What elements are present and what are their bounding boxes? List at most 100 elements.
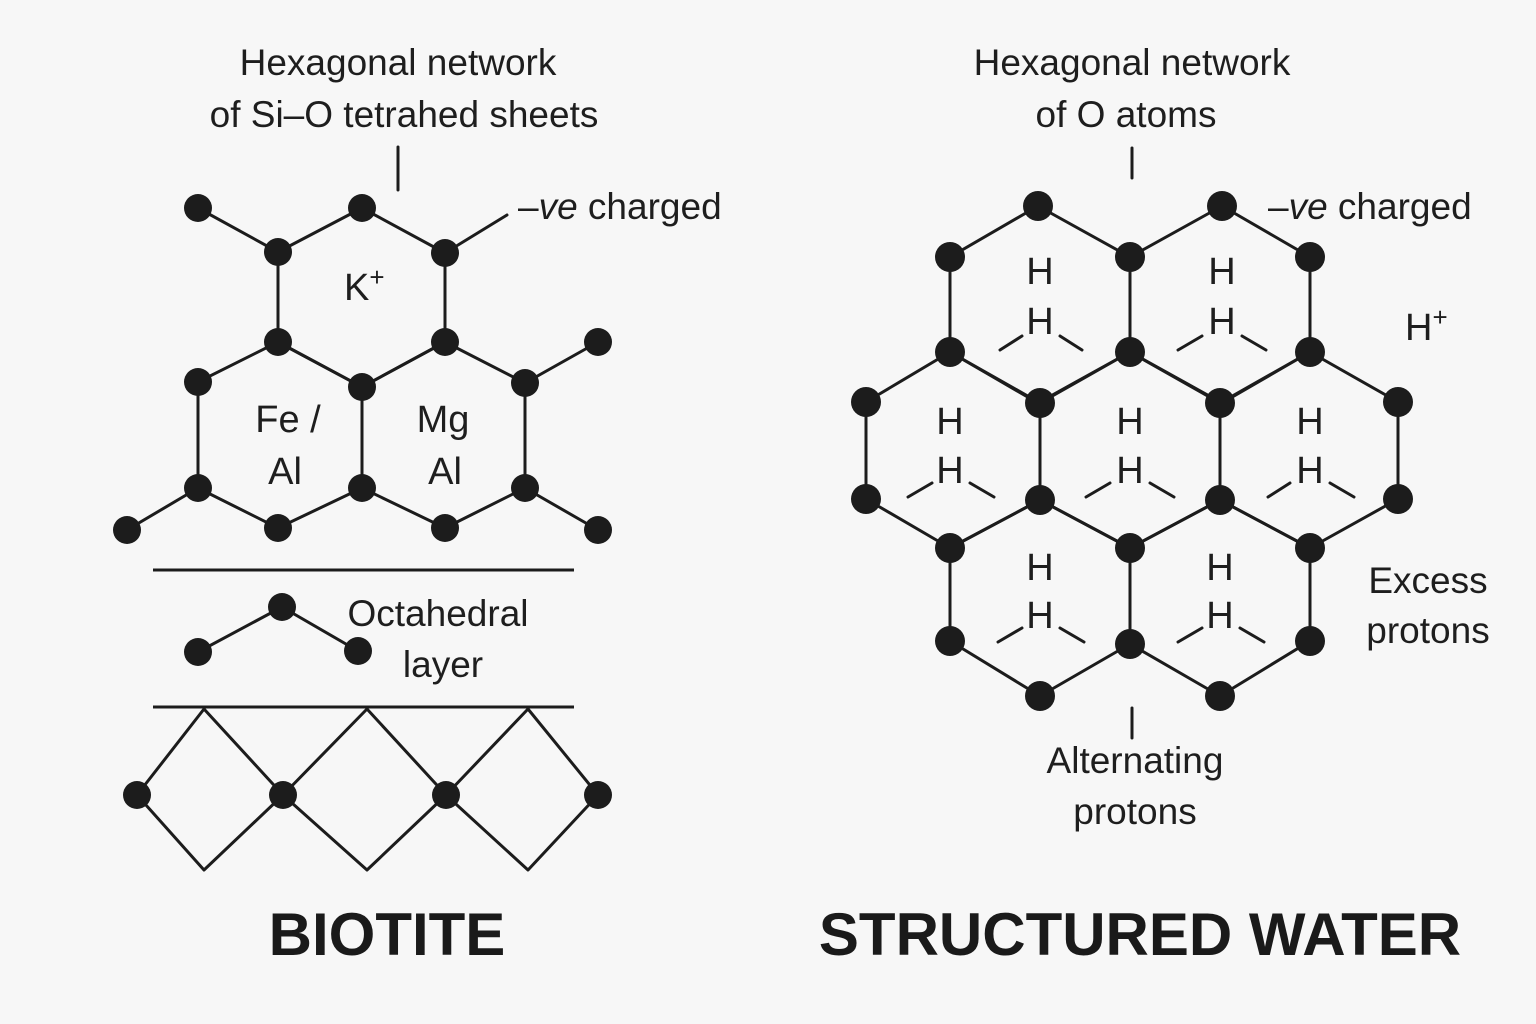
biotite-charge-label: –ve charged: [518, 186, 722, 227]
biotite-top-label: Hexagonal network of Si–O tetrahed sheet…: [210, 42, 599, 192]
hydrogen-cell: H H: [1176, 547, 1266, 644]
mg-al-label-line-2: Al: [428, 451, 462, 493]
excess-protons-label-line-1: Excess: [1368, 560, 1487, 601]
octahedral-layer: Octahedral layer: [184, 593, 529, 685]
oxygen-atom: [1295, 533, 1325, 563]
zigzag-upper: [135, 707, 600, 797]
potassium-ion-label: K+: [344, 262, 385, 309]
oxygen-atom: [935, 626, 965, 656]
lower-tetrahedral-layer: [123, 707, 612, 872]
oxygen-atom: [584, 781, 612, 809]
oxygen-atom: [935, 533, 965, 563]
water-charge-label: –ve charged: [1268, 186, 1472, 227]
hydrogen-cell: H H: [1266, 401, 1356, 499]
oxygen-atom: [184, 474, 212, 502]
oxygen-atom: [1115, 533, 1145, 563]
hydrogen-atom-label: H: [1206, 547, 1233, 589]
hydrogen-bond: [998, 334, 1024, 352]
oxygen-atom: [431, 239, 459, 267]
hydrogen-bond: [1266, 481, 1292, 499]
alternating-protons-label-line-1: Alternating: [1047, 740, 1224, 781]
hydrogen-bond: [996, 626, 1024, 644]
hydrogen-bond: [1084, 481, 1112, 499]
oxygen-atom: [1115, 337, 1145, 367]
hydrogen-cell: H H: [1084, 401, 1176, 499]
alternating-protons-label-line-2: protons: [1073, 791, 1196, 832]
oxygen-atom: [1205, 388, 1235, 418]
hydrogen-bond: [968, 481, 996, 499]
biotite-top-label-line-2: of Si–O tetrahed sheets: [210, 94, 599, 135]
zigzag-lower: [135, 793, 600, 872]
structured-water-panel: Hexagonal network of O atoms –ve charged: [819, 42, 1490, 968]
oxygen-atom: [1025, 388, 1055, 418]
fe-al-label-line-2: Al: [268, 451, 302, 493]
octahedral-label-line-1: Octahedral: [348, 593, 529, 634]
hydrogen-cell: H H: [996, 547, 1086, 644]
hydrogen-atom-label: H: [1296, 401, 1323, 443]
oxygen-atom: [184, 638, 212, 666]
oxygen-atom: [184, 368, 212, 396]
oxygen-atom: [113, 516, 141, 544]
oxygen-atom: [1205, 485, 1235, 515]
oxygen-atom: [1023, 191, 1053, 221]
oxygen-atom: [584, 516, 612, 544]
tetrahedral-sheet: K+ Fe / Al Mg Al: [113, 194, 612, 544]
water-top-label: Hexagonal network of O atoms: [974, 42, 1291, 180]
oxygen-atom: [264, 328, 292, 356]
oxygen-atom: [1207, 191, 1237, 221]
oxygen-atom: [431, 328, 459, 356]
oxygen-atom: [1025, 681, 1055, 711]
hydrogen-atom-label: H: [1026, 595, 1053, 637]
oxygen-atom: [935, 337, 965, 367]
hydrogen-bond: [906, 481, 934, 499]
oxygen-atom: [344, 637, 372, 665]
hydrogen-atom-label: H: [1208, 301, 1235, 343]
oxygen-atom: [1115, 242, 1145, 272]
biotite-top-label-line-1: Hexagonal network: [240, 42, 557, 83]
hydrogen-cell: H H: [1176, 251, 1268, 352]
bond: [523, 486, 600, 532]
oxygen-atom: [1295, 242, 1325, 272]
hydrogen-cell: H H: [998, 251, 1084, 352]
oxygen-atom: [264, 238, 292, 266]
hydrogen-atom-label: H: [1296, 450, 1323, 492]
oxygen-atom: [268, 593, 296, 621]
oxygen-atom: [1115, 629, 1145, 659]
biotite-panel: Hexagonal network of Si–O tetrahed sheet…: [113, 42, 722, 968]
oxygen-atom: [264, 514, 292, 542]
hydrogen-atom-label: H: [1026, 547, 1053, 589]
oxygen-atom: [348, 194, 376, 222]
hydrogen-bond: [1058, 626, 1086, 644]
oxygen-atom: [348, 373, 376, 401]
hydrogen-bond: [1058, 334, 1084, 352]
hydrogen-bond: [1238, 626, 1266, 644]
hydrogen-atom-label: H: [1026, 251, 1053, 293]
hydrogen-atom-label: H: [936, 450, 963, 492]
oxygen-atom: [348, 474, 376, 502]
hydrogen-atom-label: H: [1208, 251, 1235, 293]
fe-al-label-line-1: Fe /: [255, 399, 321, 441]
oxygen-atom: [584, 328, 612, 356]
oxygen-atom: [432, 781, 460, 809]
oxygen-atom: [1025, 485, 1055, 515]
oxygen-atom: [851, 484, 881, 514]
oxygen-atom: [431, 514, 459, 542]
oxygen-atom: [269, 781, 297, 809]
hydrogen-atom-label: H: [936, 401, 963, 443]
oxygen-atom: [1383, 387, 1413, 417]
hydrogen-atom-label: H: [1116, 450, 1143, 492]
oxygen-atom: [184, 194, 212, 222]
hydrogen-atom-label: H: [1026, 301, 1053, 343]
bond: [196, 206, 280, 254]
hydrogen-cell: H H: [906, 401, 996, 499]
oxygen-atom: [935, 242, 965, 272]
hydrogen-atom-label: H: [1206, 595, 1233, 637]
water-top-label-line-1: Hexagonal network: [974, 42, 1291, 83]
biotite-title: BIOTITE: [269, 901, 506, 968]
oxygen-hexagon-network: [851, 191, 1413, 711]
oxygen-atom: [511, 474, 539, 502]
oxygen-atom: [1205, 681, 1235, 711]
excess-protons-label-line-2: protons: [1366, 610, 1489, 651]
oxygen-atom: [1295, 337, 1325, 367]
